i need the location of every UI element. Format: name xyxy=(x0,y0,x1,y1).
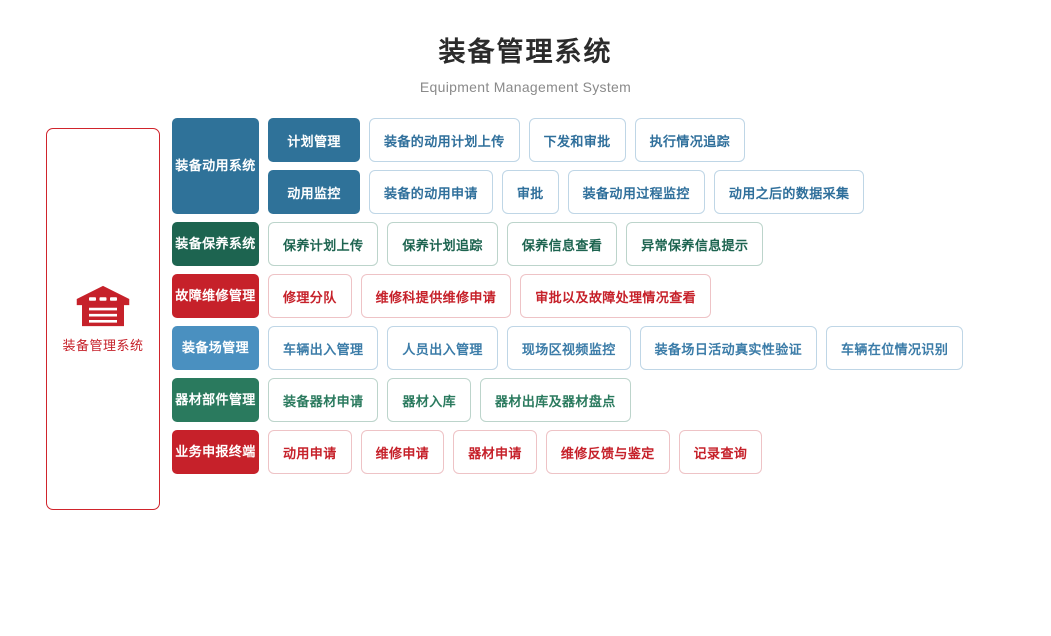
leaf-group: 保养计划上传 保养计划追踪 保养信息查看 异常保养信息提示 xyxy=(259,222,764,266)
leaf-group: 车辆出入管理 人员出入管理 现场区视频监控 装备场日活动真实性验证 车辆在位情况… xyxy=(259,326,964,370)
row-equipment-maintenance: 装备保养系统 保养计划上传 保养计划追踪 保养信息查看 异常保养信息提示 xyxy=(172,222,963,266)
leaf-node[interactable]: 车辆出入管理 xyxy=(268,326,379,370)
category-label-business-declaration-terminal[interactable]: 业务申报终端 xyxy=(172,430,259,474)
leaf-node[interactable]: 装备场日活动真实性验证 xyxy=(639,326,818,370)
warehouse-icon xyxy=(76,285,130,327)
leaf-node[interactable]: 保养信息查看 xyxy=(506,222,618,266)
leaf-node[interactable]: 保养计划上传 xyxy=(268,222,379,266)
sub-category-dispatch-monitoring[interactable]: 动用监控 xyxy=(268,170,360,214)
leaf-node[interactable]: 维修科提供维修申请 xyxy=(360,274,512,318)
leaf-node[interactable]: 记录查询 xyxy=(678,430,763,474)
leaf-node[interactable]: 动用之后的数据采集 xyxy=(713,170,865,214)
leaf-node[interactable]: 动用申请 xyxy=(268,430,352,474)
leaf-node[interactable]: 审批 xyxy=(501,170,559,214)
leaf-node[interactable]: 器材申请 xyxy=(453,430,537,474)
leaf-node[interactable]: 下发和审批 xyxy=(528,118,626,162)
root-node-label: 装备管理系统 xyxy=(62,338,144,353)
category-label-equipment-yard-management[interactable]: 装备场管理 xyxy=(172,326,259,370)
leaf-node[interactable]: 审批以及故障处理情况查看 xyxy=(520,274,712,318)
row-equipment-dispatch: 装备动用系统 计划管理 装备的动用计划上传 下发和审批 执行情况追踪 动用监控 … xyxy=(172,118,963,214)
leaf-node[interactable]: 装备的动用申请 xyxy=(369,170,493,214)
leaf-group: 装备器材申请 器材入库 器材出库及器材盘点 xyxy=(259,378,631,422)
subgroup-plan-management: 计划管理 装备的动用计划上传 下发和审批 执行情况追踪 xyxy=(268,118,864,162)
leaf-node[interactable]: 装备动用过程监控 xyxy=(567,170,705,214)
root-node-panel[interactable]: 装备管理系统 xyxy=(46,128,160,510)
leaf-group: 修理分队 维修科提供维修申请 审批以及故障处理情况查看 xyxy=(259,274,712,318)
page-title: 装备管理系统 xyxy=(438,37,613,67)
row-business-declaration-terminal: 业务申报终端 动用申请 维修申请 器材申请 维修反馈与鉴定 记录查询 xyxy=(172,430,963,474)
leaf-node[interactable]: 装备的动用计划上传 xyxy=(369,118,520,162)
leaf-node[interactable]: 装备器材申请 xyxy=(268,378,379,422)
leaf-node[interactable]: 保养计划追踪 xyxy=(387,222,498,266)
category-label-fault-repair-management[interactable]: 故障维修管理 xyxy=(172,274,259,318)
row-fault-repair-management: 故障维修管理 修理分队 维修科提供维修申请 审批以及故障处理情况查看 xyxy=(172,274,963,318)
leaf-node[interactable]: 修理分队 xyxy=(268,274,352,318)
sub-category-plan-management[interactable]: 计划管理 xyxy=(268,118,360,162)
leaf-node[interactable]: 现场区视频监控 xyxy=(506,326,631,370)
category-rows: 装备动用系统 计划管理 装备的动用计划上传 下发和审批 执行情况追踪 动用监控 … xyxy=(172,118,964,482)
page-header: 装备管理系统 Equipment Management System xyxy=(0,0,1051,95)
row-parts-management: 器材部件管理 装备器材申请 器材入库 器材出库及器材盘点 xyxy=(172,378,963,422)
page-subtitle: Equipment Management System xyxy=(419,78,632,95)
subgroup-column: 计划管理 装备的动用计划上传 下发和审批 执行情况追踪 动用监控 装备的动用申请… xyxy=(268,118,865,214)
leaf-node[interactable]: 器材入库 xyxy=(387,378,472,422)
leaf-node[interactable]: 人员出入管理 xyxy=(387,326,498,370)
leaf-node[interactable]: 维修反馈与鉴定 xyxy=(545,430,670,474)
row-equipment-yard-management: 装备场管理 车辆出入管理 人员出入管理 现场区视频监控 装备场日活动真实性验证 … xyxy=(172,326,964,370)
leaf-node[interactable]: 执行情况追踪 xyxy=(634,118,746,162)
leaf-node[interactable]: 器材出库及器材盘点 xyxy=(480,378,631,422)
leaf-group: 装备的动用申请 审批 装备动用过程监控 动用之后的数据采集 xyxy=(360,170,865,214)
leaf-group: 动用申请 维修申请 器材申请 维修反馈与鉴定 记录查询 xyxy=(259,430,763,474)
leaf-node[interactable]: 维修申请 xyxy=(360,430,445,474)
category-label-parts-management[interactable]: 器材部件管理 xyxy=(172,378,259,422)
leaf-node[interactable]: 车辆在位情况识别 xyxy=(826,326,964,370)
category-label-equipment-dispatch[interactable]: 装备动用系统 xyxy=(172,118,259,214)
system-architecture-diagram: 装备管理系统 装备动用系统 计划管理 装备的动用计划上传 下发和审批 执行情况追… xyxy=(0,118,1051,538)
leaf-group: 装备的动用计划上传 下发和审批 执行情况追踪 xyxy=(360,118,746,162)
subgroup-dispatch-monitoring: 动用监控 装备的动用申请 审批 装备动用过程监控 动用之后的数据采集 xyxy=(268,170,865,214)
category-label-equipment-maintenance[interactable]: 装备保养系统 xyxy=(172,222,259,266)
leaf-node[interactable]: 异常保养信息提示 xyxy=(626,222,764,266)
